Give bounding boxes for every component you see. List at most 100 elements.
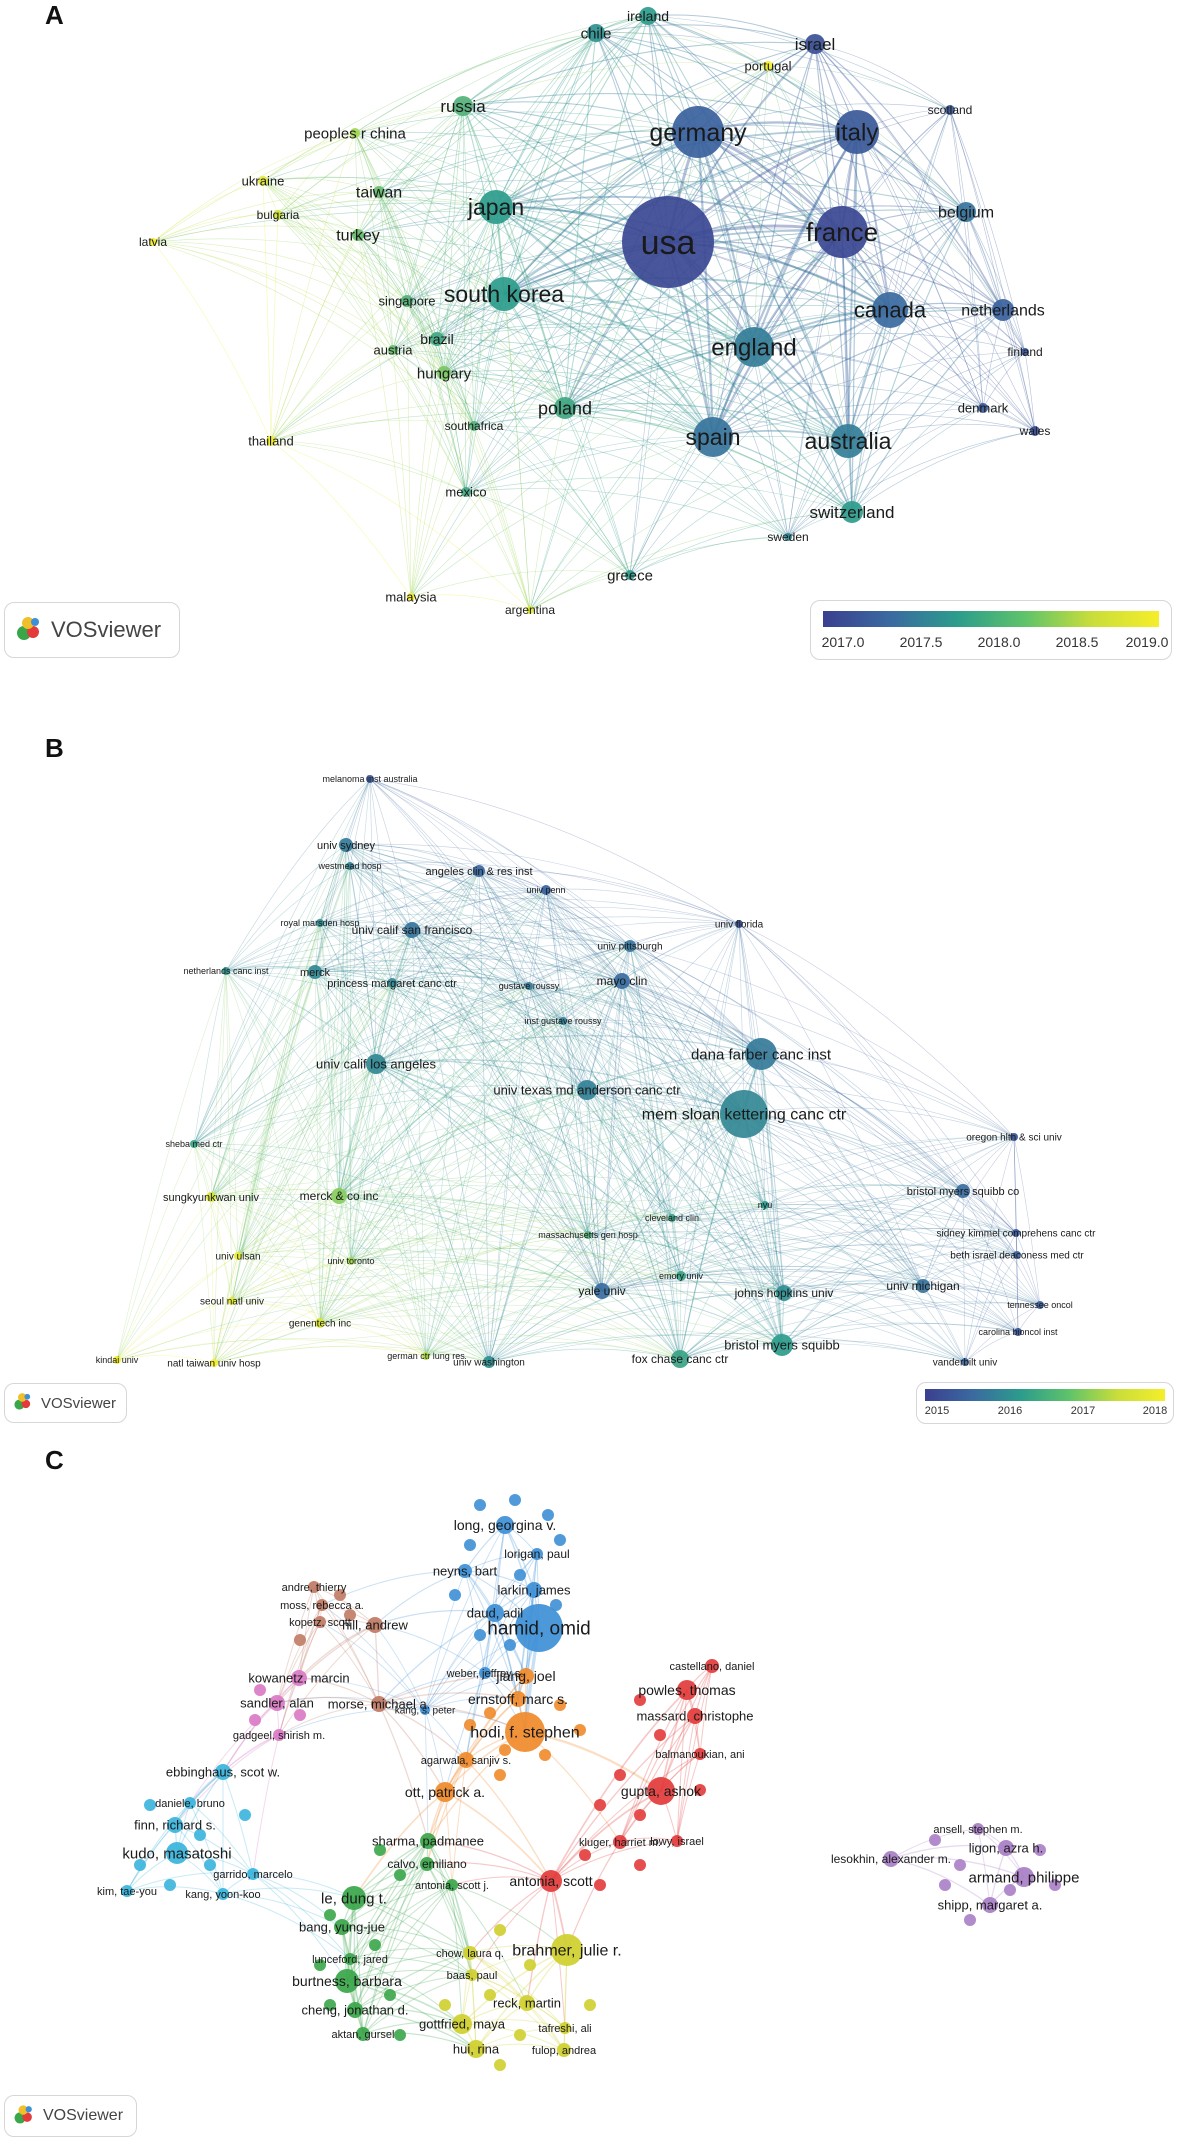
node-circle[interactable] — [705, 1659, 719, 1673]
node-circle[interactable] — [407, 593, 415, 601]
node-circle[interactable] — [693, 417, 733, 457]
node-circle[interactable] — [982, 1897, 998, 1913]
node-circle[interactable] — [291, 1670, 307, 1686]
node-circle[interactable] — [356, 2027, 370, 2041]
node-circle[interactable] — [273, 210, 283, 220]
node-circle[interactable] — [387, 978, 397, 988]
node-circle[interactable] — [366, 775, 374, 783]
node-circle[interactable] — [467, 2040, 485, 2058]
node-circle[interactable] — [369, 1939, 381, 1951]
node-circle[interactable] — [964, 1914, 976, 1926]
node-circle[interactable] — [622, 196, 714, 288]
node-circle[interactable] — [614, 1769, 626, 1781]
node-circle[interactable] — [346, 862, 354, 870]
node-circle[interactable] — [559, 2022, 571, 2034]
node-circle[interactable] — [816, 206, 868, 258]
node-circle[interactable] — [525, 982, 533, 990]
node-circle[interactable] — [761, 1201, 769, 1209]
node-circle[interactable] — [647, 1777, 675, 1805]
node-circle[interactable] — [499, 1744, 511, 1756]
node-circle[interactable] — [258, 176, 268, 186]
node-circle[interactable] — [1014, 1867, 1034, 1887]
node-circle[interactable] — [1049, 1879, 1061, 1891]
node-circle[interactable] — [998, 1840, 1014, 1856]
node-circle[interactable] — [254, 1684, 266, 1696]
node-circle[interactable] — [134, 1859, 146, 1871]
node-circle[interactable] — [505, 1712, 545, 1752]
node-circle[interactable] — [883, 1851, 899, 1867]
node-circle[interactable] — [486, 1604, 504, 1622]
node-circle[interactable] — [514, 2029, 526, 2041]
node-circle[interactable] — [1034, 1844, 1046, 1856]
node-circle[interactable] — [720, 1090, 768, 1138]
node-circle[interactable] — [694, 1784, 706, 1796]
node-circle[interactable] — [458, 1752, 474, 1768]
node-circle[interactable] — [494, 2059, 506, 2071]
node-circle[interactable] — [384, 1989, 396, 2001]
node-circle[interactable] — [625, 570, 635, 580]
node-circle[interactable] — [334, 1919, 350, 1935]
node-circle[interactable] — [473, 865, 485, 877]
node-circle[interactable] — [347, 1257, 355, 1265]
node-circle[interactable] — [344, 1609, 356, 1621]
node-circle[interactable] — [634, 1809, 646, 1821]
node-circle[interactable] — [1036, 1301, 1044, 1309]
node-circle[interactable] — [1030, 426, 1040, 436]
node-circle[interactable] — [594, 1799, 606, 1811]
node-circle[interactable] — [484, 1989, 496, 2001]
node-circle[interactable] — [324, 1909, 336, 1921]
node-circle[interactable] — [373, 186, 385, 198]
node-circle[interactable] — [929, 1834, 941, 1846]
node-circle[interactable] — [420, 1857, 434, 1871]
node-circle[interactable] — [939, 1879, 951, 1891]
node-circle[interactable] — [121, 1885, 133, 1897]
node-circle[interactable] — [614, 973, 630, 989]
node-circle[interactable] — [374, 1844, 386, 1856]
node-circle[interactable] — [466, 1969, 478, 1981]
node-circle[interactable] — [574, 1724, 586, 1736]
node-circle[interactable] — [487, 277, 521, 311]
node-circle[interactable] — [452, 2014, 472, 2034]
node-circle[interactable] — [217, 1888, 229, 1900]
node-circle[interactable] — [972, 1823, 984, 1835]
node-circle[interactable] — [331, 1188, 347, 1204]
node-circle[interactable] — [464, 1539, 476, 1551]
node-circle[interactable] — [945, 105, 955, 115]
node-circle[interactable] — [587, 24, 605, 42]
node-circle[interactable] — [1021, 348, 1029, 356]
node-circle[interactable] — [366, 1054, 386, 1074]
node-circle[interactable] — [676, 1271, 686, 1281]
node-circle[interactable] — [249, 1714, 261, 1726]
node-circle[interactable] — [954, 1859, 966, 1871]
node-circle[interactable] — [294, 1709, 306, 1721]
node-circle[interactable] — [671, 1350, 689, 1368]
node-circle[interactable] — [671, 1835, 683, 1847]
node-circle[interactable] — [239, 1809, 251, 1821]
node-circle[interactable] — [210, 1359, 218, 1367]
node-circle[interactable] — [164, 1879, 176, 1891]
node-circle[interactable] — [668, 1214, 676, 1222]
node-circle[interactable] — [266, 436, 276, 446]
node-circle[interactable] — [144, 1799, 156, 1811]
node-circle[interactable] — [672, 106, 724, 158]
node-circle[interactable] — [316, 1599, 328, 1611]
node-circle[interactable] — [449, 1589, 461, 1601]
node-circle[interactable] — [634, 1694, 646, 1706]
node-circle[interactable] — [247, 1868, 259, 1880]
node-circle[interactable] — [453, 96, 473, 116]
node-circle[interactable] — [540, 1870, 562, 1892]
node-circle[interactable] — [577, 1080, 597, 1100]
node-circle[interactable] — [190, 1140, 198, 1148]
node-circle[interactable] — [234, 1252, 242, 1260]
node-circle[interactable] — [461, 487, 471, 497]
node-circle[interactable] — [579, 1849, 591, 1861]
node-circle[interactable] — [735, 920, 743, 928]
node-circle[interactable] — [805, 34, 825, 54]
node-circle[interactable] — [835, 110, 879, 154]
node-circle[interactable] — [956, 1184, 970, 1198]
node-circle[interactable] — [992, 299, 1014, 321]
node-circle[interactable] — [509, 1494, 521, 1506]
node-circle[interactable] — [484, 1707, 496, 1719]
node-circle[interactable] — [763, 61, 773, 71]
